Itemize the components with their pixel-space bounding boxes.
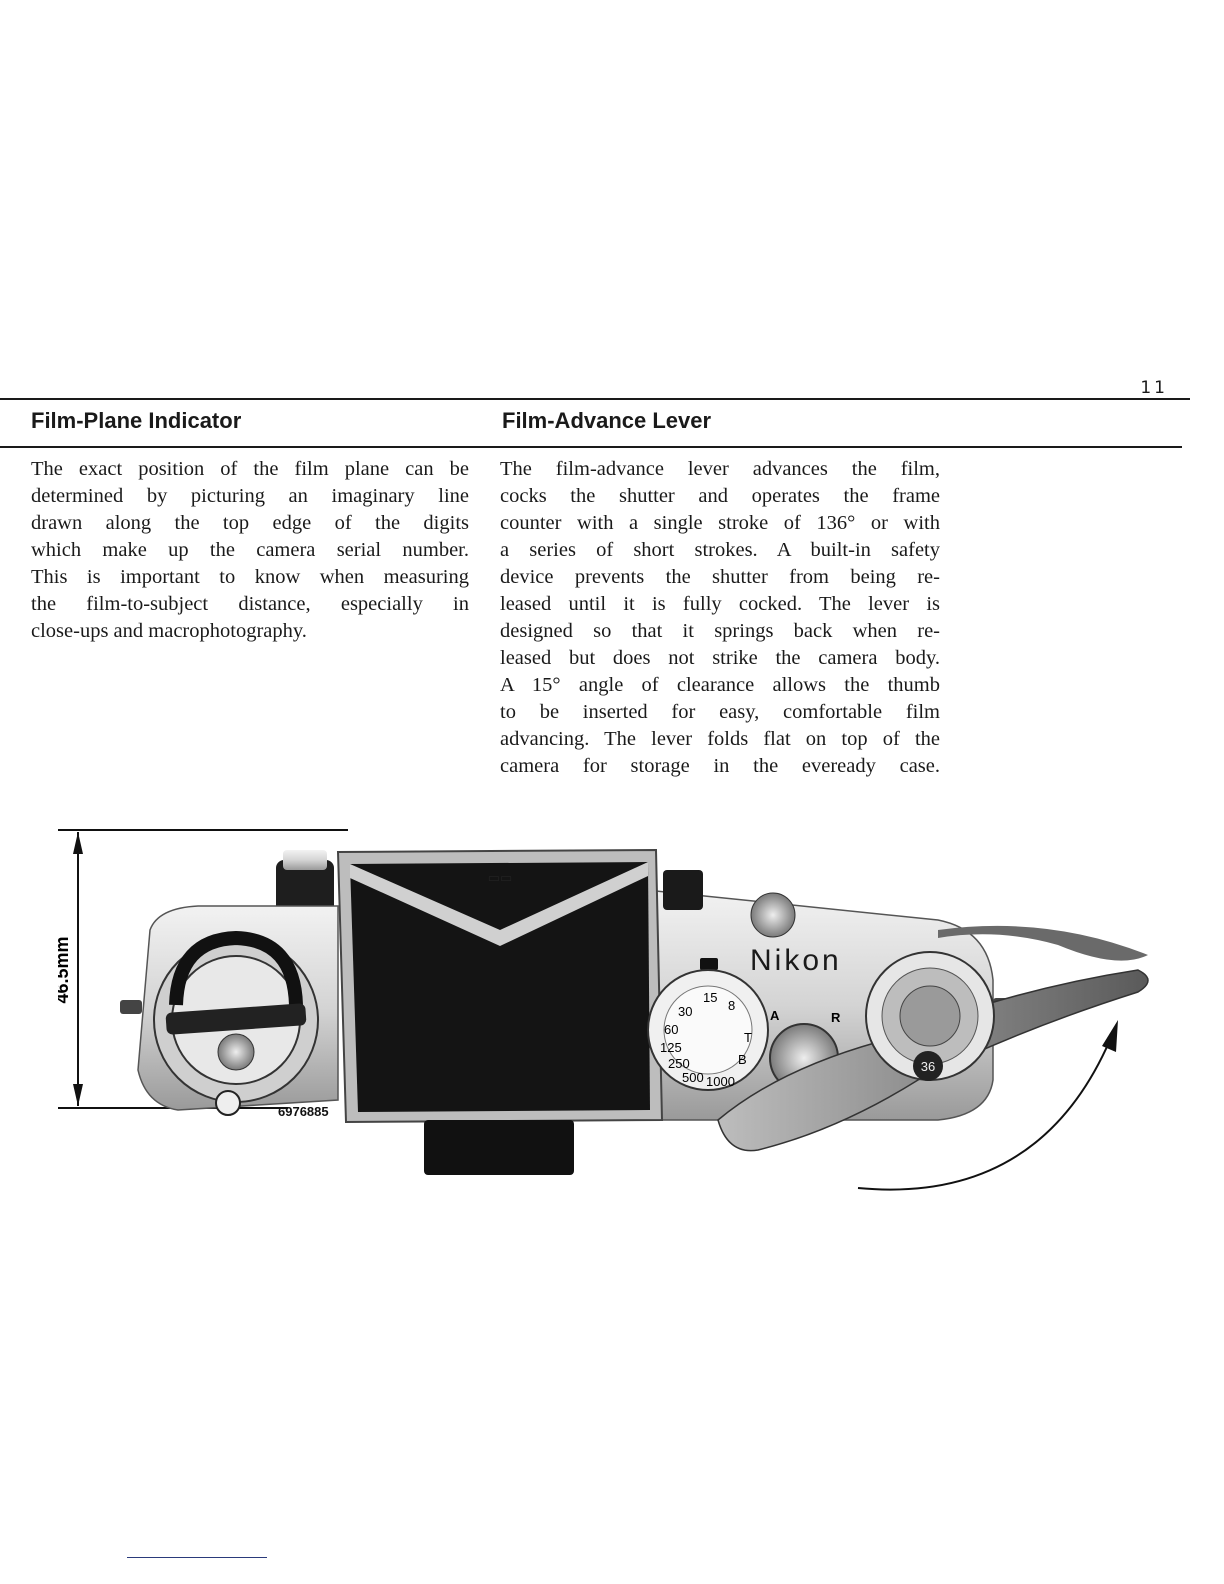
speed-label: 500: [682, 1070, 704, 1085]
page-number: 11: [1140, 378, 1168, 398]
prism-emblem-icon: ▭▭: [488, 870, 513, 885]
mode-mark-r: R: [831, 1010, 841, 1025]
brand-logo: Nikon: [750, 944, 842, 977]
lever-stroke-arrow-head: [1102, 1020, 1118, 1052]
speed-label: 8: [728, 998, 735, 1013]
text-line: device prevents the shutter from being r…: [500, 566, 940, 588]
text-line: leased but does not strike the camera bo…: [500, 647, 940, 669]
speed-label: T: [744, 1030, 752, 1045]
speed-label: 1000: [706, 1074, 735, 1089]
frame-counter-value: 36: [921, 1059, 935, 1074]
film-plane-text: The exact position of the film plane can…: [31, 456, 469, 645]
text-line: the film-to-subject distance, especially…: [31, 593, 469, 615]
self-timer-marker-icon: [700, 958, 718, 970]
dimension-arrow-head-top: [73, 832, 83, 854]
text-line: leased until it is fully cocked. The lev…: [500, 593, 940, 615]
camera-top-view-illustration: 46.5mm ▭▭ Nikon 15 8 30 60 125 250 500 1…: [58, 829, 1149, 1191]
rewind-crank: [153, 930, 319, 1116]
text-line: to be inserted for easy, comfortable fil…: [500, 701, 940, 723]
text-line: designed so that it springs back when re…: [500, 620, 940, 642]
serial-number: 6976885: [278, 1104, 329, 1119]
shutter-speed-dial: 15 8 30 60 125 250 500 1000 B T: [647, 969, 769, 1091]
rewind-cap: [283, 850, 327, 870]
section-rule: [0, 446, 1182, 448]
film-advance-lever-tip: [938, 925, 1148, 961]
prism-chevron: [350, 862, 648, 946]
text-line: determined by picturing an imaginary lin…: [31, 485, 469, 507]
heading-film-plane-indicator: Film-Plane Indicator: [31, 408, 242, 433]
text-line: close-ups and macrophotography.: [31, 620, 307, 642]
text-line: The film-advance lever advances the film…: [500, 458, 940, 480]
dimension-label: 46.5mm: [58, 936, 72, 1003]
text-line: The exact position of the film plane can…: [31, 458, 469, 480]
top-rule: [0, 398, 1190, 400]
speed-label: 15: [703, 990, 717, 1005]
text-line: counter with a single stroke of 136° or …: [500, 512, 940, 534]
viewfinder-prism-body: [350, 862, 650, 1112]
speed-label: 30: [678, 1004, 692, 1019]
dimension-indicator: 46.5mm: [58, 829, 348, 1109]
speed-label: 60: [664, 1022, 678, 1037]
flash-contact-block: [663, 870, 703, 910]
text-line: cocks the shutter and operates the frame: [500, 485, 940, 507]
text-line: which make up the camera serial number.: [31, 539, 469, 561]
text-line: This is important to know when measuring: [31, 566, 469, 588]
speed-label: 250: [668, 1056, 690, 1071]
text-line: A 15° angle of clearance allows the thum…: [500, 674, 940, 696]
mode-mark-a: A: [770, 1008, 780, 1023]
text-line: a series of short strokes. A built-in sa…: [500, 539, 940, 561]
lever-stroke-arc: [857, 1039, 1111, 1191]
dimension-arrow-head-bottom: [73, 1084, 83, 1106]
heading-film-advance-lever: Film-Advance Lever: [502, 408, 712, 433]
speed-label: B: [738, 1052, 747, 1067]
eyepiece: [424, 1120, 574, 1175]
film-advance-text: The film-advance lever advances the film…: [500, 456, 940, 780]
text-line: drawn along the top edge of the digits: [31, 512, 469, 534]
text-line: camera for storage in the eveready case.: [500, 755, 940, 777]
footer-rule: [127, 1557, 267, 1558]
frame-counter-dial: 36: [865, 951, 995, 1081]
speed-label: 125: [660, 1040, 682, 1055]
text-line: advancing. The lever folds flat on top o…: [500, 728, 940, 750]
shutter-release-collar: [750, 892, 796, 938]
strap-lug-left: [120, 1000, 142, 1014]
